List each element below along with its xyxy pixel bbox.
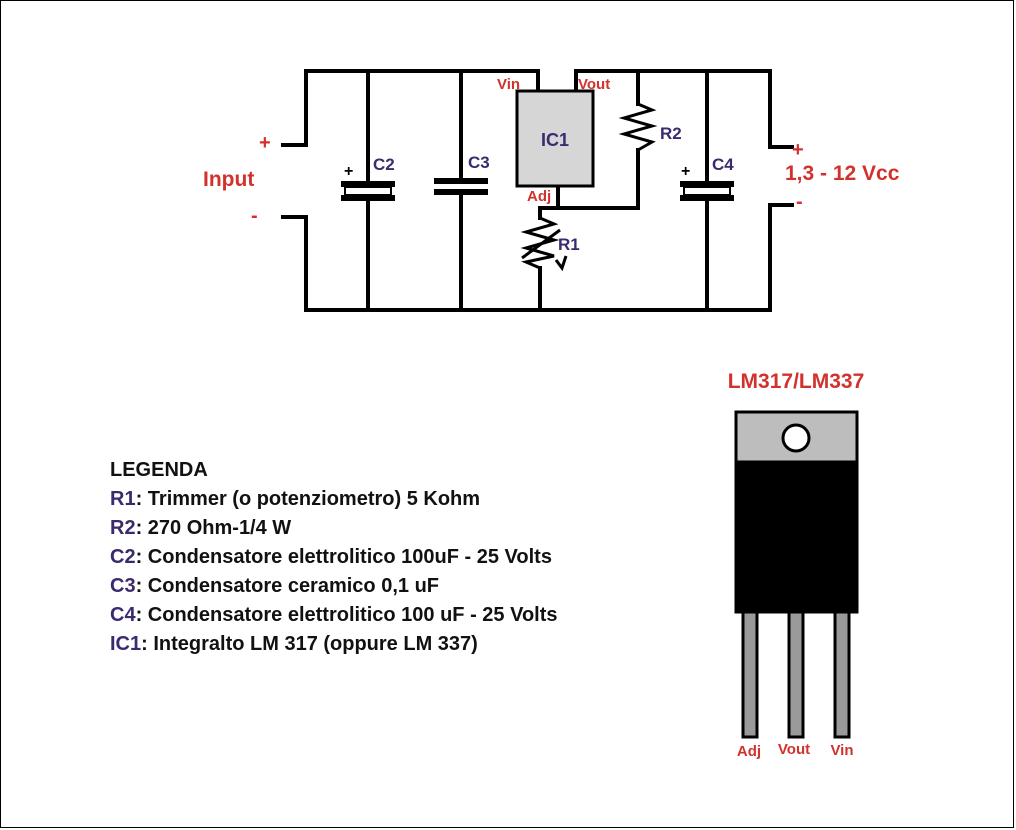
c3-capacitor — [434, 178, 488, 195]
package-pin-adj — [741, 610, 759, 739]
legend-item: C2: Condensatore elettrolitico 100uF - 2… — [110, 543, 558, 572]
adj-label: Adj — [527, 188, 551, 205]
r2-label: R2 — [660, 124, 682, 143]
pin-label-vin: Vin — [830, 742, 853, 759]
package-body — [734, 460, 859, 614]
vin-label: Vin — [497, 76, 520, 93]
legend-item: C3: Condensatore ceramico 0,1 uF — [110, 572, 558, 601]
legend-item: C4: Condensatore elettrolitico 100 uF - … — [110, 601, 558, 630]
legend-key: IC1 — [110, 633, 142, 655]
package-title: LM317/LM337 — [728, 370, 865, 393]
c2-plus: + — [344, 163, 353, 180]
c4-capacitor — [680, 181, 734, 201]
input-minus: - — [251, 205, 258, 227]
pin-label-vout: Vout — [778, 741, 810, 758]
r2-resistor — [618, 102, 658, 152]
legend-item: IC1: Integralto LM 317 (oppure LM 337) — [110, 630, 558, 659]
legend-key: C3 — [110, 575, 136, 597]
legend-key: C4 — [110, 604, 136, 626]
c4-label: C4 — [712, 155, 734, 174]
input-plus: + — [259, 132, 271, 154]
lm317-package — [734, 410, 859, 739]
package-pin-vin — [833, 610, 851, 739]
output-voltage-label: 1,3 - 12 Vcc — [785, 162, 900, 185]
legend-item: R1: Trimmer (o potenziometro) 5 Kohm — [110, 485, 558, 514]
c2-label: C2 — [373, 155, 395, 174]
ic1-label: IC1 — [541, 130, 569, 150]
r1-trimmer-arrow — [521, 228, 561, 260]
c2-capacitor — [341, 181, 395, 201]
legend-text: : Condensatore elettrolitico 100 uF - 25… — [135, 604, 558, 626]
c4-plus: + — [681, 163, 690, 180]
legend-text: : 270 Ohm-1/4 W — [135, 517, 292, 539]
package-mount-hole — [781, 423, 811, 453]
input-label: Input — [203, 168, 254, 191]
wire-output-minus — [768, 203, 794, 312]
package-pin-vout — [787, 610, 805, 739]
r1-trimmer-tip — [554, 255, 568, 272]
legend-key: R1 — [110, 488, 136, 510]
wire-top-left — [304, 69, 540, 147]
legend-text: : Integralto LM 317 (oppure LM 337) — [141, 633, 478, 655]
legend-text: : Trimmer (o potenziometro) 5 Kohm — [135, 488, 481, 510]
legend-key: R2 — [110, 517, 136, 539]
c3-label: C3 — [468, 153, 490, 172]
wire-r1-top — [538, 206, 560, 220]
legend-title: LEGENDA — [110, 459, 208, 481]
legend-item: R2: 270 Ohm-1/4 W — [110, 514, 558, 543]
legend: LEGENDA R1: Trimmer (o potenziometro) 5 … — [110, 456, 558, 659]
ic1-box — [515, 89, 595, 188]
output-plus: + — [792, 139, 804, 161]
wire-input-minus — [281, 215, 308, 312]
legend-text: : Condensatore elettrolitico 100uF - 25 … — [135, 546, 552, 568]
wire-r2-adj — [556, 148, 640, 210]
pin-label-adj: Adj — [737, 743, 761, 760]
output-minus: - — [796, 191, 803, 213]
r1-label: R1 — [558, 235, 580, 254]
vout-label: Vout — [578, 76, 610, 93]
legend-text: : Condensatore ceramico 0,1 uF — [135, 575, 439, 597]
legend-key: C2 — [110, 546, 136, 568]
wire-top-right — [574, 69, 772, 149]
circuit-wires — [281, 69, 794, 312]
